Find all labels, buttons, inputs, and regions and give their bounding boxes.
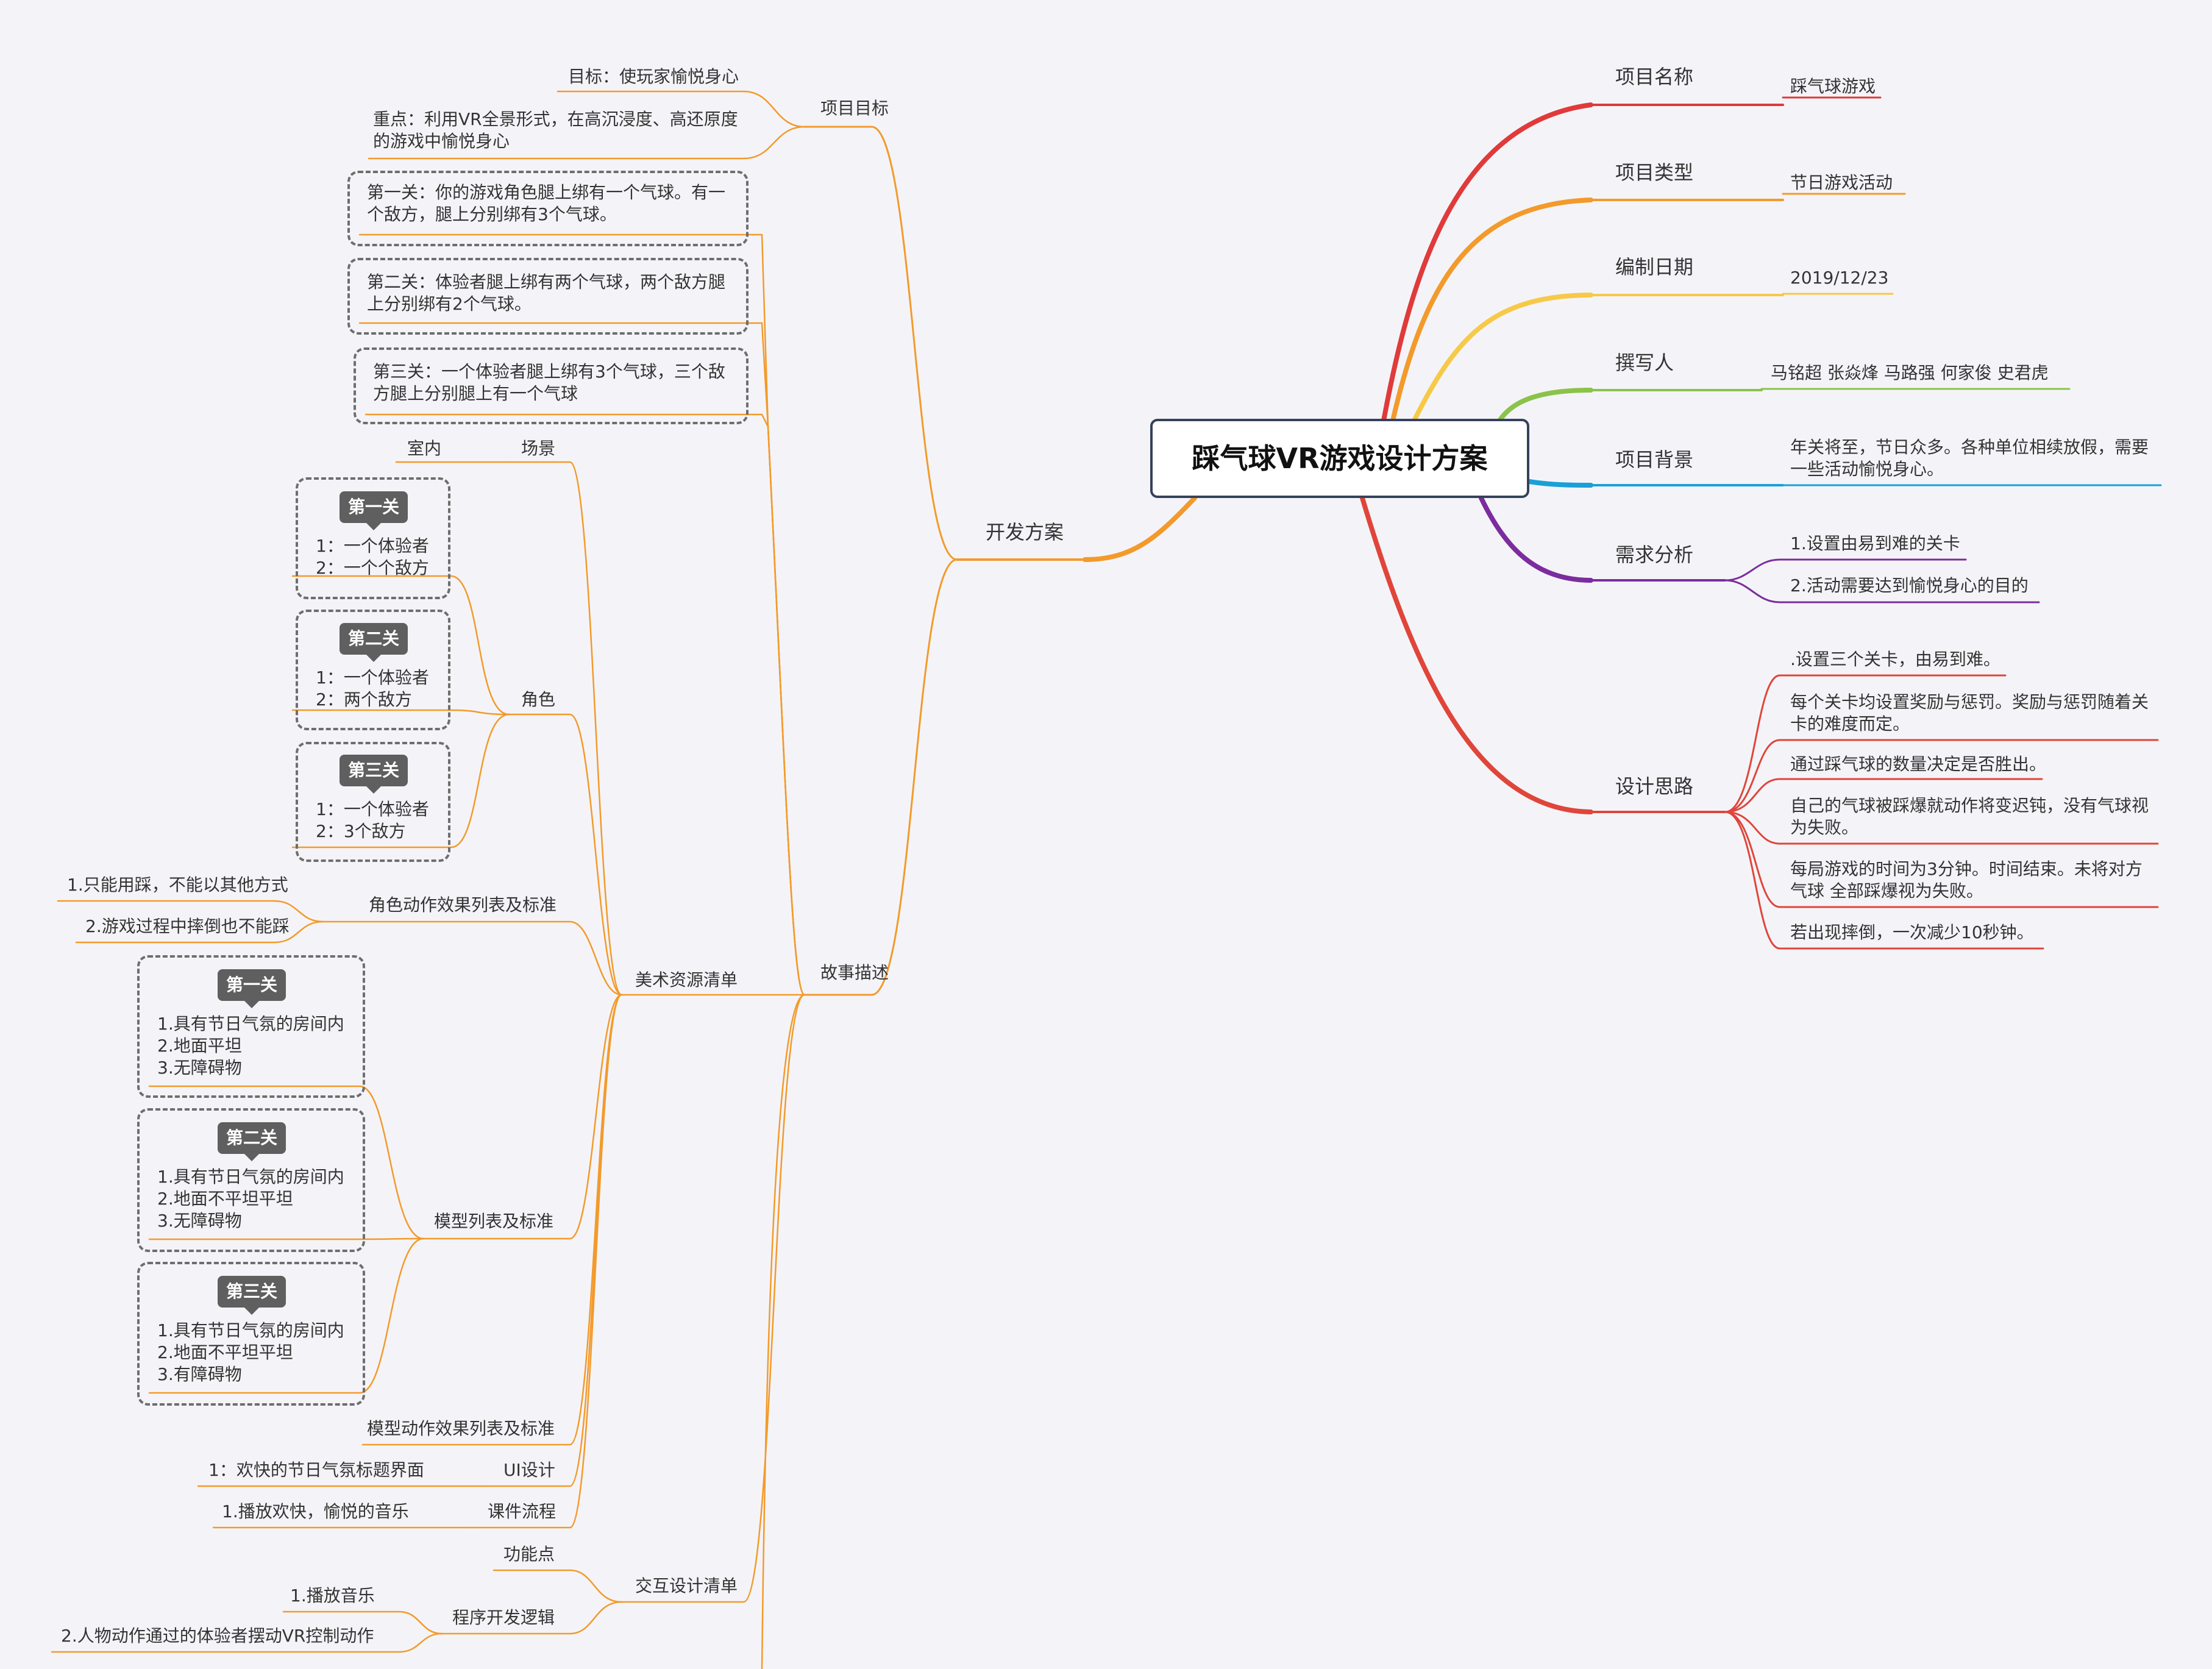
topic-scene[interactable]: 场景 — [521, 438, 556, 458]
logic-connectors — [51, 1610, 443, 1653]
model-card-3-line-1[interactable]: 1.具有节日气氛的房间内 — [157, 1320, 344, 1340]
interact-connectors — [441, 1569, 623, 1635]
topic-role[interactable]: 角色 — [521, 689, 556, 710]
needs-connector-1 — [1724, 558, 1967, 582]
topic-program-logic[interactable]: 程序开发逻辑 — [452, 1607, 555, 1628]
branch-line-date — [1412, 293, 1593, 423]
story-level-1[interactable]: 第一关：你的游戏角色腿上绑有一个气球。有一个敌方，腿上分别绑有3个气球。 — [367, 182, 726, 224]
model-card-1 — [137, 955, 365, 1098]
topic-ui-design[interactable]: UI设计 — [503, 1460, 555, 1480]
model-card-2-line-2[interactable]: 2.地面不平坦平坦 — [157, 1189, 293, 1209]
role-card-1 — [296, 477, 450, 599]
topic-art-list[interactable]: 美术资源清单 — [635, 970, 738, 990]
date-value[interactable]: 2019/12/23 — [1790, 268, 1889, 288]
role-card-2 — [296, 610, 450, 730]
model-card-1-line-3[interactable]: 3.无障碍物 — [157, 1058, 242, 1078]
model-card-3 — [137, 1262, 365, 1406]
model-card-3-badge: 第三关 — [218, 1276, 286, 1315]
needs-item-2[interactable]: 2.活动需要达到愉悦身心的目的 — [1790, 575, 2029, 596]
course-flow-value[interactable]: 1.播放欢快，愉悦的音乐 — [222, 1501, 409, 1521]
topic-model-list[interactable]: 模型列表及标准 — [434, 1211, 554, 1231]
topic-model-action[interactable]: 模型动作效果列表及标准 — [367, 1418, 555, 1439]
role-card-3 — [296, 742, 450, 862]
goal-connectors — [368, 90, 806, 160]
dev-connectors — [803, 126, 958, 996]
branch-line-name — [1381, 102, 1593, 423]
branch-line-author — [1497, 388, 1593, 423]
author-value[interactable]: 马铭超 张焱烽 马路强 何家俊 史君虎 — [1771, 363, 2049, 383]
topic-author[interactable]: 撰写人 — [1615, 351, 1674, 374]
topic-background[interactable]: 项目背景 — [1615, 448, 1694, 471]
branch-line-type — [1390, 198, 1593, 423]
role-card-2-line-2[interactable]: 2：两个敌方 — [316, 689, 412, 710]
role-card-2-line-1[interactable]: 1：一个体验者 — [316, 667, 429, 688]
ui-design-value[interactable]: 1：欢快的节日气氛标题界面 — [208, 1460, 424, 1480]
topic-needs[interactable]: 需求分析 — [1615, 543, 1694, 566]
branch-line-needs — [1479, 496, 1593, 583]
role-card-2-badge: 第二关 — [340, 623, 408, 662]
story-level-2[interactable]: 第二关：体验者腿上绑有两个气球，两个敌方腿上分别绑有2个气球。 — [367, 272, 726, 314]
role-card-1-badge: 第一关 — [340, 491, 408, 530]
topic-design[interactable]: 设计思路 — [1615, 775, 1694, 798]
design-connectors — [1724, 674, 2159, 950]
project-type-value[interactable]: 节日游戏活动 — [1790, 173, 1893, 193]
topic-function-points[interactable]: 功能点 — [503, 1544, 555, 1564]
program-logic-item-2[interactable]: 2.人物动作通过的体验者摆动VR控制动作 — [61, 1626, 374, 1646]
model-card-1-badge: 第一关 — [218, 969, 286, 1008]
role-action-item-2[interactable]: 2.游戏过程中摔倒也不能踩 — [85, 916, 290, 936]
branch-line-dev — [1083, 496, 1197, 562]
model-card-2 — [137, 1108, 365, 1252]
needs-item-1[interactable]: 1.设置由易到难的关卡 — [1790, 533, 1960, 553]
model-card-2-badge: 第二关 — [218, 1122, 286, 1161]
role-card-3-line-1[interactable]: 1：一个体验者 — [316, 799, 429, 819]
topic-goal[interactable]: 项目目标 — [820, 98, 889, 118]
scene-value[interactable]: 室内 — [407, 438, 442, 458]
design-item-6[interactable]: 若出现摔倒，一次减少10秒钟。 — [1790, 922, 2034, 942]
art-connectors — [322, 461, 623, 1529]
model-card-1-line-2[interactable]: 2.地面平坦 — [157, 1036, 242, 1056]
story-level-2-box — [347, 258, 749, 335]
action-connectors — [57, 900, 324, 944]
goal-item-2[interactable]: 重点：利用VR全景形式，在高沉浸度、高还原度的游戏中愉悦身心 — [373, 109, 738, 151]
story-level-3-box — [354, 347, 749, 424]
project-name-value[interactable]: 踩气球游戏 — [1790, 76, 1876, 96]
branch-line-design — [1360, 496, 1593, 814]
topic-story[interactable]: 故事描述 — [820, 963, 889, 983]
topic-role-action[interactable]: 角色动作效果列表及标准 — [369, 895, 557, 915]
design-item-5[interactable]: 每局游戏的时间为3分钟。时间结束。未将对方气球 全部踩爆视为失败。 — [1790, 859, 2143, 901]
story-connectors — [358, 233, 806, 1669]
role-action-item-1[interactable]: 1.只能用踩，不能以其他方式 — [67, 875, 288, 895]
topic-project-type[interactable]: 项目类型 — [1615, 161, 1694, 184]
topic-interaction-list[interactable]: 交互设计清单 — [635, 1576, 738, 1596]
model-card-1-line-1[interactable]: 1.具有节日气氛的房间内 — [157, 1014, 344, 1034]
model-connectors — [148, 1085, 425, 1394]
design-item-4[interactable]: 自己的气球被踩爆就动作将变迟钝，没有气球视为失败。 — [1790, 795, 2149, 838]
goal-item-1[interactable]: 目标：使玩家愉悦身心 — [568, 66, 739, 87]
model-card-2-line-3[interactable]: 3.无障碍物 — [157, 1211, 242, 1231]
model-card-2-line-1[interactable]: 1.具有节日气氛的房间内 — [157, 1167, 344, 1187]
model-card-3-line-3[interactable]: 3.有障碍物 — [157, 1364, 242, 1384]
story-level-1-box — [347, 171, 749, 246]
model-card-3-line-2[interactable]: 2.地面不平坦平坦 — [157, 1342, 293, 1362]
topic-course-flow[interactable]: 课件流程 — [488, 1501, 557, 1521]
topic-date[interactable]: 编制日期 — [1615, 255, 1694, 279]
role-card-3-badge: 第三关 — [340, 755, 408, 794]
design-item-3[interactable]: 通过踩气球的数量决定是否胜出。 — [1790, 754, 2047, 774]
background-value[interactable]: 年关将至，节日众多。各种单位相续放假，需要一些活动愉悦身心。 — [1790, 437, 2149, 479]
story-level-3[interactable]: 第三关：一个体验者腿上绑有3个气球，三个敌方腿上分别腿上有一个气球 — [373, 361, 725, 404]
role-card-1-line-2[interactable]: 2：一个个敌方 — [316, 558, 429, 578]
design-item-1[interactable]: .设置三个关卡，由易到难。 — [1790, 649, 2000, 669]
role-connectors — [291, 575, 510, 849]
needs-connector-2 — [1724, 579, 2040, 603]
branch-line-background — [1527, 479, 1593, 488]
role-card-1-line-1[interactable]: 1：一个体验者 — [316, 536, 429, 556]
central-topic[interactable]: 踩气球VR游戏设计方案 — [1150, 419, 1529, 498]
design-item-2[interactable]: 每个关卡均设置奖励与惩罚。奖励与惩罚随着关卡的难度而定。 — [1790, 692, 2149, 734]
role-card-3-line-2[interactable]: 2：3个敌方 — [316, 821, 406, 841]
topic-project-name[interactable]: 项目名称 — [1615, 65, 1694, 88]
topic-dev-plan[interactable]: 开发方案 — [986, 521, 1064, 544]
program-logic-item-1[interactable]: 1.播放音乐 — [290, 1585, 375, 1606]
